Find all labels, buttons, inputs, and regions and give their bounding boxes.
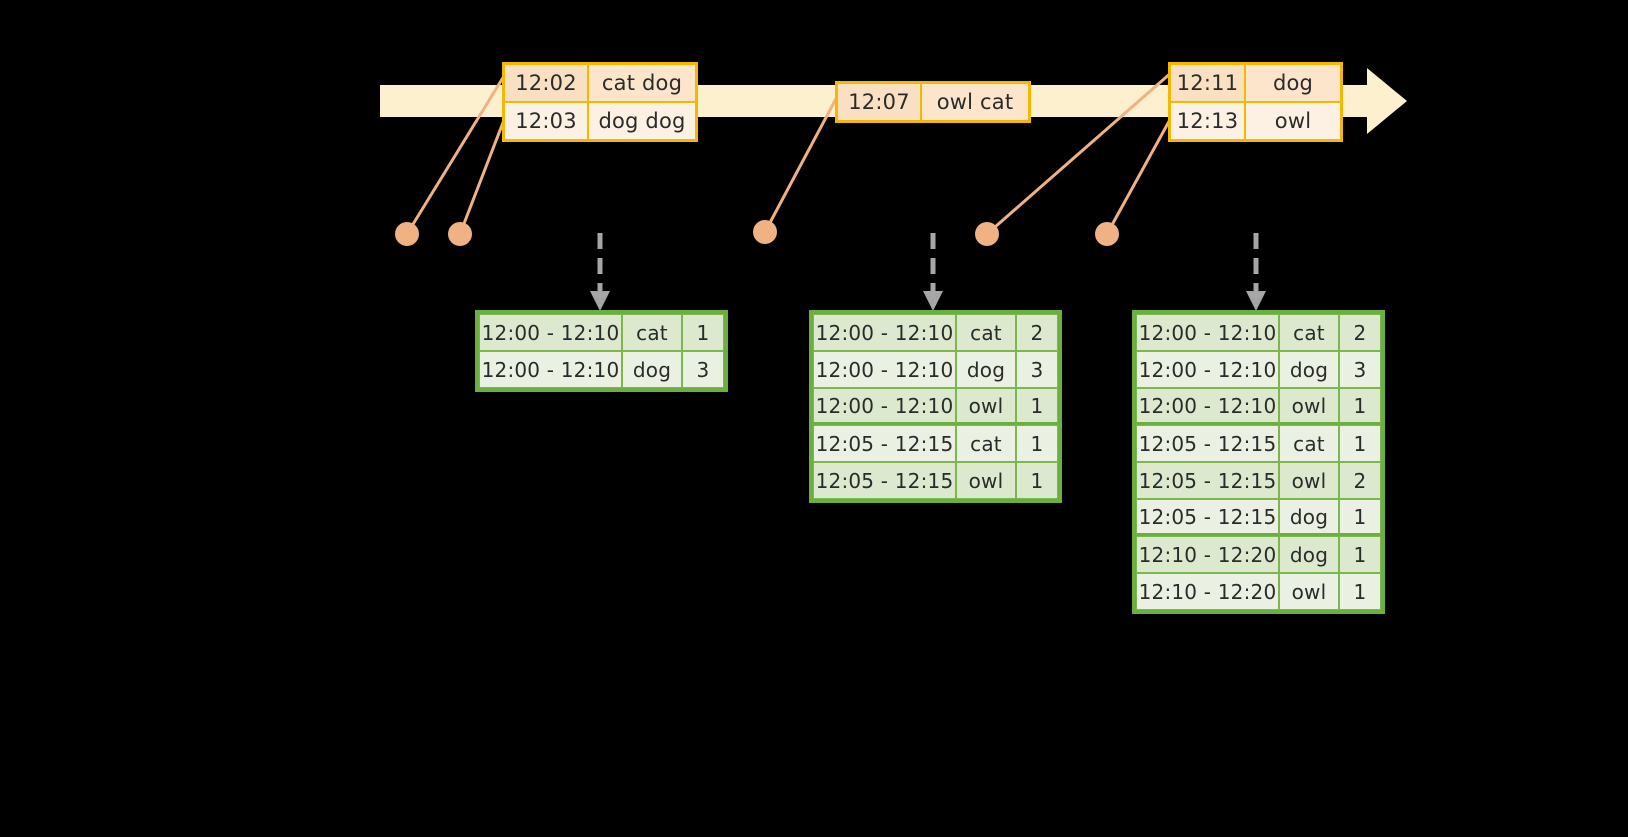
event-words: cat dog <box>587 65 695 101</box>
table-row: 12:00 - 12:10 dog 3 <box>1136 351 1381 388</box>
result-table-2: 12:00 - 12:10 cat 2 12:00 - 12:10 dog 3 … <box>809 310 1062 503</box>
table-row: 12:00 - 12:10 cat 1 <box>479 314 724 351</box>
cell-count: 1 <box>682 314 724 351</box>
cell-word: cat <box>622 314 682 351</box>
table-row: 12:00 - 12:10 owl 1 <box>1136 388 1381 425</box>
table-row: 12:05 - 12:15 cat 1 <box>813 425 1058 462</box>
cell-window: 12:00 - 12:10 <box>813 351 956 388</box>
event-words: owl cat <box>920 84 1028 120</box>
dashed-arrow-down-icon <box>590 233 610 311</box>
table-row: 12:00 - 12:10 owl 1 <box>813 388 1058 425</box>
cell-count: 1 <box>1339 388 1381 425</box>
cell-window: 12:00 - 12:10 <box>813 388 956 425</box>
cell-count: 2 <box>1016 314 1058 351</box>
table-row: 12:05 - 12:15 owl 1 <box>813 462 1058 499</box>
timeline-event-row: 12:03 dog dog <box>505 101 695 139</box>
cell-count: 3 <box>1339 351 1381 388</box>
cell-window: 12:05 - 12:15 <box>813 425 956 462</box>
event-time: 12:11 <box>1171 65 1244 101</box>
connector-dot <box>1095 222 1119 246</box>
table-row: 12:00 - 12:10 cat 2 <box>1136 314 1381 351</box>
cell-count: 1 <box>1339 499 1381 536</box>
table-row: 12:00 - 12:10 dog 3 <box>813 351 1058 388</box>
table-row: 12:00 - 12:10 cat 2 <box>813 314 1058 351</box>
cell-count: 1 <box>1016 388 1058 425</box>
cell-window: 12:00 - 12:10 <box>479 351 622 388</box>
event-time: 12:02 <box>505 65 587 101</box>
cell-word: owl <box>1279 573 1339 610</box>
dashed-arrow-down-icon <box>923 233 943 311</box>
cell-word: cat <box>956 314 1016 351</box>
timeline-event-row: 12:11 dog <box>1171 65 1340 101</box>
timeline-event-group-2: 12:07 owl cat <box>835 81 1031 123</box>
cell-window: 12:05 - 12:15 <box>1136 499 1279 536</box>
connector-dot <box>448 222 472 246</box>
cell-count: 1 <box>1016 425 1058 462</box>
cell-window: 12:00 - 12:10 <box>479 314 622 351</box>
cell-word: cat <box>1279 314 1339 351</box>
cell-window: 12:05 - 12:15 <box>813 462 956 499</box>
connector-dot <box>975 222 999 246</box>
timeline-event-row: 12:02 cat dog <box>505 65 695 101</box>
cell-word: dog <box>956 351 1016 388</box>
table-row: 12:10 - 12:20 owl 1 <box>1136 573 1381 610</box>
cell-word: owl <box>956 388 1016 425</box>
result-table-3: 12:00 - 12:10 cat 2 12:00 - 12:10 dog 3 … <box>1132 310 1385 614</box>
cell-word: cat <box>1279 425 1339 462</box>
timeline-event-row: 12:07 owl cat <box>838 84 1028 120</box>
cell-count: 1 <box>1016 462 1058 499</box>
cell-count: 3 <box>682 351 724 388</box>
dashed-arrow-down-icon <box>1246 233 1266 311</box>
cell-word: owl <box>1279 388 1339 425</box>
table-row: 12:00 - 12:10 dog 3 <box>479 351 724 388</box>
cell-count: 3 <box>1016 351 1058 388</box>
cell-word: owl <box>1279 462 1339 499</box>
result-table-1: 12:00 - 12:10 cat 1 12:00 - 12:10 dog 3 <box>475 310 728 392</box>
cell-window: 12:00 - 12:10 <box>1136 388 1279 425</box>
cell-count: 1 <box>1339 425 1381 462</box>
cell-count: 1 <box>1339 573 1381 610</box>
table-row: 12:05 - 12:15 dog 1 <box>1136 499 1381 536</box>
cell-word: dog <box>622 351 682 388</box>
timeline-arrowhead-icon <box>1367 68 1407 134</box>
timeline-event-row: 12:13 owl <box>1171 101 1340 139</box>
event-time: 12:07 <box>838 84 920 120</box>
cell-window: 12:10 - 12:20 <box>1136 573 1279 610</box>
cell-word: dog <box>1279 499 1339 536</box>
table-row: 12:05 - 12:15 cat 1 <box>1136 425 1381 462</box>
event-words: dog <box>1244 65 1340 101</box>
event-time: 12:13 <box>1171 103 1244 139</box>
cell-count: 2 <box>1339 462 1381 499</box>
cell-window: 12:10 - 12:20 <box>1136 536 1279 573</box>
table-row: 12:10 - 12:20 dog 1 <box>1136 536 1381 573</box>
cell-window: 12:05 - 12:15 <box>1136 462 1279 499</box>
table-row: 12:05 - 12:15 owl 2 <box>1136 462 1381 499</box>
cell-window: 12:00 - 12:10 <box>813 314 956 351</box>
cell-word: cat <box>956 425 1016 462</box>
timeline-event-group-1: 12:02 cat dog 12:03 dog dog <box>502 62 698 142</box>
event-words: owl <box>1244 103 1340 139</box>
event-words: dog dog <box>587 103 695 139</box>
connector-dot <box>753 220 777 244</box>
cell-word: dog <box>1279 536 1339 573</box>
cell-count: 1 <box>1339 536 1381 573</box>
event-time: 12:03 <box>505 103 587 139</box>
connector-dot <box>395 222 419 246</box>
cell-count: 2 <box>1339 314 1381 351</box>
cell-word: owl <box>956 462 1016 499</box>
timeline-event-group-3: 12:11 dog 12:13 owl <box>1168 62 1343 142</box>
cell-window: 12:00 - 12:10 <box>1136 351 1279 388</box>
cell-window: 12:00 - 12:10 <box>1136 314 1279 351</box>
cell-window: 12:05 - 12:15 <box>1136 425 1279 462</box>
cell-word: dog <box>1279 351 1339 388</box>
